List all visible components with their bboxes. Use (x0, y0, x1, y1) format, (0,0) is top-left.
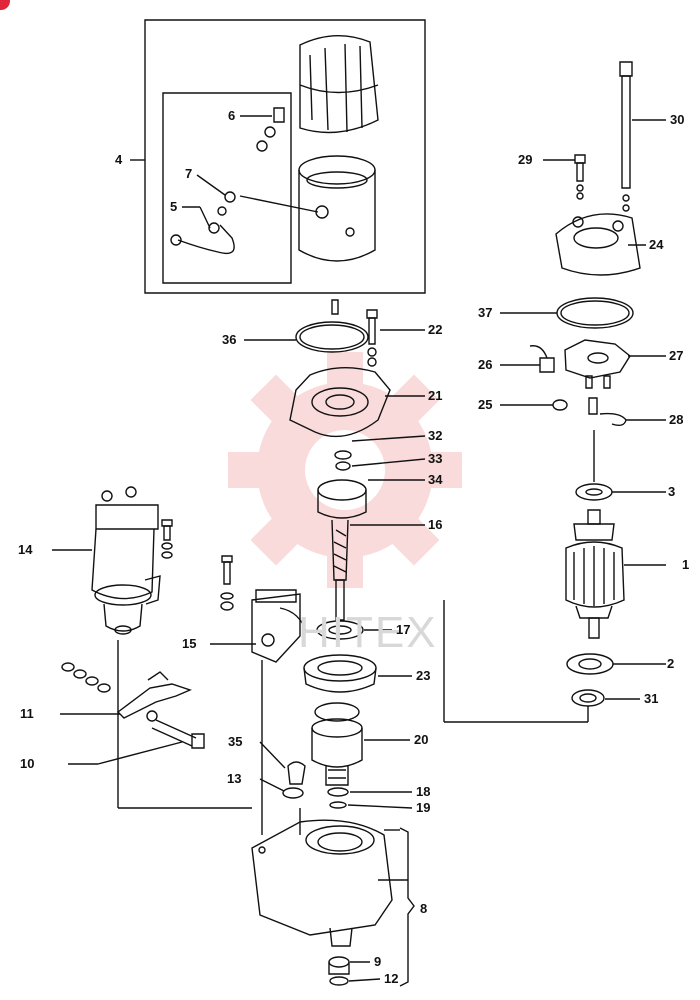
assembly-4-inner-frame (163, 93, 291, 283)
callout-30: 30 (670, 112, 685, 127)
solenoid-14 (92, 487, 160, 634)
seal-31 (572, 690, 604, 706)
armature-1 (566, 510, 624, 638)
callout-10: 10 (20, 756, 35, 771)
washer-7 (225, 192, 235, 202)
bolt-10 (152, 720, 204, 748)
callout-33: 33 (428, 451, 443, 466)
callout-20: 20 (414, 732, 429, 747)
callout-9: 9 (374, 954, 382, 969)
callout-5: 5 (170, 199, 178, 214)
cap-35 (288, 762, 305, 784)
callout-24: 24 (649, 237, 664, 252)
bearing-2 (567, 654, 613, 674)
clip-25 (553, 400, 567, 410)
field-coil-cage (300, 36, 378, 133)
screw-29 (575, 155, 585, 199)
clutch-20 (312, 703, 362, 785)
callout-19: 19 (416, 800, 431, 815)
lever-11 (118, 672, 190, 718)
pinion-shaft-16 (318, 480, 366, 620)
bush-9 (329, 957, 349, 967)
ring-18 (328, 788, 348, 796)
callout-23: 23 (416, 668, 431, 683)
callout-34: 34 (428, 472, 443, 487)
callout-3: 3 (668, 484, 676, 499)
callout-36: 36 (222, 332, 237, 347)
bearing-17 (317, 621, 363, 639)
callout-27: 27 (669, 348, 684, 363)
callout-1: 1 (682, 557, 690, 572)
callout-8: 8 (420, 901, 428, 916)
watermark-text: HITEX (298, 608, 438, 657)
callout-2: 2 (667, 656, 675, 671)
callout-29: 29 (518, 152, 533, 167)
callout-35: 35 (228, 734, 243, 749)
callout-4: 4 (115, 152, 123, 167)
spring-28 (589, 398, 626, 425)
callout-12: 12 (384, 971, 399, 986)
washer-33 (336, 462, 350, 470)
callout-37: 37 (478, 305, 493, 320)
screw-15 (221, 556, 233, 610)
pin (332, 300, 338, 314)
bolt-6 (257, 108, 284, 151)
washer-12 (330, 977, 348, 985)
brush-26 (530, 346, 554, 372)
callout-7: 7 (185, 166, 193, 181)
callout-13: 13 (227, 771, 242, 786)
bolt-22 (367, 310, 377, 366)
callout-6: 6 (228, 108, 236, 123)
assembly-4-frame (145, 20, 425, 293)
wire-5 (178, 225, 234, 253)
solenoid-screw (162, 520, 172, 558)
callout-32: 32 (428, 428, 443, 443)
callout-18: 18 (416, 784, 431, 799)
plate-13 (283, 788, 303, 798)
corner-badge-icon (0, 0, 10, 10)
callout-25: 25 (478, 397, 493, 412)
callout-17: 17 (396, 622, 411, 637)
callout-15: 15 (182, 636, 197, 651)
callout-14: 14 (18, 542, 33, 557)
through-bolt-30 (620, 62, 632, 211)
callout-16: 16 (428, 517, 443, 532)
callout-28: 28 (669, 412, 684, 427)
cover-23 (304, 655, 376, 692)
housing-21 (290, 368, 390, 437)
callout-21: 21 (428, 388, 443, 403)
front-housing-8 (252, 820, 392, 946)
o-ring-37 (557, 298, 633, 328)
callout-26: 26 (478, 357, 493, 372)
bearing-3 (576, 484, 612, 500)
o-ring-36 (296, 322, 368, 352)
washer-32 (335, 451, 351, 459)
callout-31: 31 (644, 691, 659, 706)
ring-19 (330, 802, 346, 808)
end-cover-24 (556, 214, 640, 275)
callout-22: 22 (428, 322, 443, 337)
callout-11: 11 (20, 706, 34, 721)
brush-plate-27 (565, 340, 630, 388)
yoke-housing (299, 156, 375, 261)
